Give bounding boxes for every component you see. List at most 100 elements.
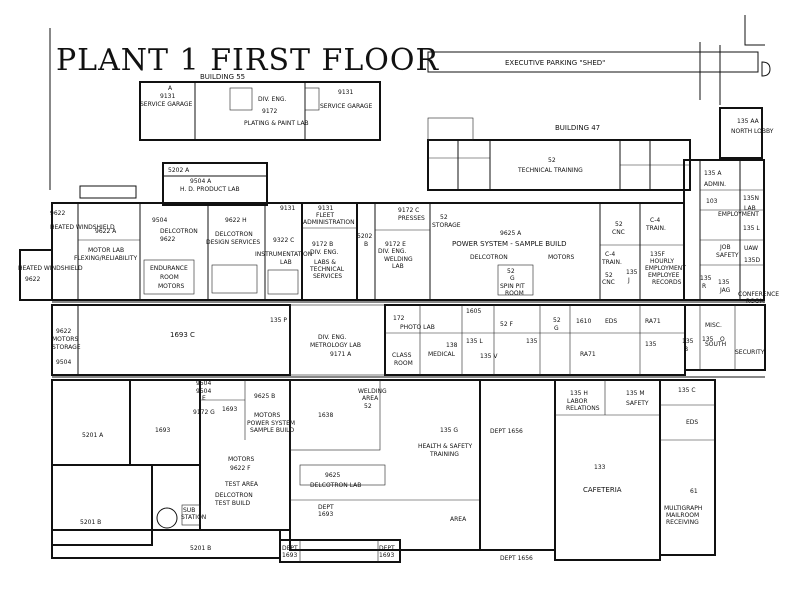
dept1693a2: 1693 [318, 511, 333, 518]
r135v: 135 V [480, 353, 498, 360]
r9625a: 9625 A [500, 230, 522, 237]
r133: 133 [594, 464, 606, 471]
c4train2: TRAIN. [645, 225, 666, 232]
r135o2: O [720, 336, 725, 343]
misc: MISC. [705, 322, 722, 329]
sg-a-name: SERVICE GARAGE [140, 101, 193, 108]
exec-parking-label: EXECUTIVE PARKING "SHED" [505, 59, 605, 67]
north-lobby-label1: NORTH LOBBY [731, 128, 774, 135]
c4train4: TRAIN. [601, 259, 622, 266]
building47-label: BUILDING 47 [555, 124, 600, 132]
south-lobby-block [684, 304, 766, 371]
r135o: 135 [702, 336, 714, 343]
r135p: 135 P [270, 317, 287, 324]
r9622h: 9622 H [225, 217, 247, 224]
motors3: MOTORS [228, 456, 254, 463]
sub: SUB [183, 507, 195, 514]
r9504b: 9504 [56, 359, 71, 366]
health-safety: HEALTH & SAFETY [418, 443, 473, 450]
instr-lab: INSTRUMENTATION [255, 251, 312, 258]
hw-code: 9622 [50, 210, 65, 217]
motors-storage: MOTORS [52, 336, 78, 343]
r9172g: 9172 G [193, 409, 215, 416]
r5202b2: B [364, 241, 368, 248]
services: SERVICES [313, 273, 342, 280]
cnc: CNC [612, 229, 625, 236]
div-eng-b: DIV. ENG. [310, 249, 338, 256]
labs-and: LABS & [314, 259, 336, 266]
r135g: 135 G [440, 427, 458, 434]
security: SECURITY [735, 349, 765, 356]
power-system: POWER SYSTEM - SAMPLE BUILD [452, 240, 567, 248]
labor: LABOR [567, 398, 588, 405]
hourly: HOURLY [650, 258, 674, 265]
jag: JAG [719, 287, 731, 294]
sg-b-name: SERVICE GARAGE [320, 103, 373, 110]
class-room: CLASS [392, 352, 412, 359]
welding-area: WELDING [358, 388, 387, 395]
training: TRAINING [429, 451, 459, 458]
dept1693a: DEPT [318, 504, 334, 511]
welding-lab: WELDING [384, 256, 413, 263]
r5201b: 5201 B [80, 519, 101, 526]
lab2: LAB [744, 205, 756, 212]
medical: MEDICAL [428, 351, 456, 358]
room-label: ROOM [160, 274, 179, 281]
c4train: C-4 [650, 217, 660, 224]
r9622a: 9622 A [95, 228, 117, 235]
building55-label: BUILDING 55 [200, 73, 245, 81]
c4train3: C-4 [605, 251, 615, 258]
r1693a: 1693 [222, 406, 237, 413]
r52cnc: 52 [615, 221, 623, 228]
delcotron-tb: DELCOTRON [215, 492, 253, 499]
hd-lab-label: H. D. PRODUCT LAB [180, 186, 240, 193]
r9172b: 9172 B [312, 241, 333, 248]
r9171a: 9171 A [330, 351, 352, 358]
r103: 103 [706, 198, 718, 205]
north-lobby [719, 107, 763, 159]
r135r2: R [702, 283, 706, 290]
job-safety: SAFETY [716, 252, 739, 259]
div-eng-metro: DIV. ENG. [318, 334, 346, 341]
div-eng-code: DIV. ENG. [258, 96, 286, 103]
dept1656b: DEPT 1656 [500, 555, 533, 562]
r135d: 135D [744, 257, 760, 264]
r1693c: 1693 C [170, 331, 195, 339]
r9172e: 9172 E [385, 241, 406, 248]
r5202b: 5202 [357, 233, 372, 240]
block-5201a [51, 379, 131, 466]
safety: SAFETY [626, 400, 649, 407]
r135l2: 135 L [466, 338, 483, 345]
dept1693c: DEPT [282, 545, 298, 552]
r9622f: 9622 F [230, 465, 251, 472]
r522g: 52 [507, 268, 515, 275]
instr-lab-2: LAB [280, 259, 292, 266]
r9625: 9625 [325, 472, 340, 479]
r52storage: 52 [440, 214, 448, 221]
delcotron2: DELCOTRON [470, 254, 508, 261]
motors-ps: MOTORS [254, 412, 280, 419]
r172: 172 [393, 315, 405, 322]
r135b2: B [684, 346, 688, 353]
mailroom-block [659, 379, 716, 556]
div-eng-num: 9172 [262, 108, 277, 115]
r9625b: 9625 B [254, 393, 275, 400]
photo-lab: PHOTO LAB [400, 324, 435, 331]
west-annex [19, 210, 53, 301]
hd-product-lab [162, 162, 268, 206]
r52f: 52 F [500, 321, 514, 328]
re: E [202, 395, 206, 402]
employment2: EMPLOYMENT [718, 211, 759, 218]
fleet: FLEET [316, 212, 334, 219]
job: JOB [719, 244, 731, 251]
r5201a: 5201 A [82, 432, 104, 439]
employment: EMPLOYMENT [645, 265, 686, 272]
welding-lab-2: LAB [392, 263, 404, 270]
r135c: 135 C [678, 387, 696, 394]
dept1656a: DEPT 1656 [490, 428, 523, 435]
r9504d: 9504 [196, 388, 211, 395]
technical: TECHNICAL [309, 266, 345, 273]
r135h: 135 H [570, 390, 588, 397]
station: STATION [181, 514, 206, 521]
r135j: 135 [626, 269, 638, 276]
